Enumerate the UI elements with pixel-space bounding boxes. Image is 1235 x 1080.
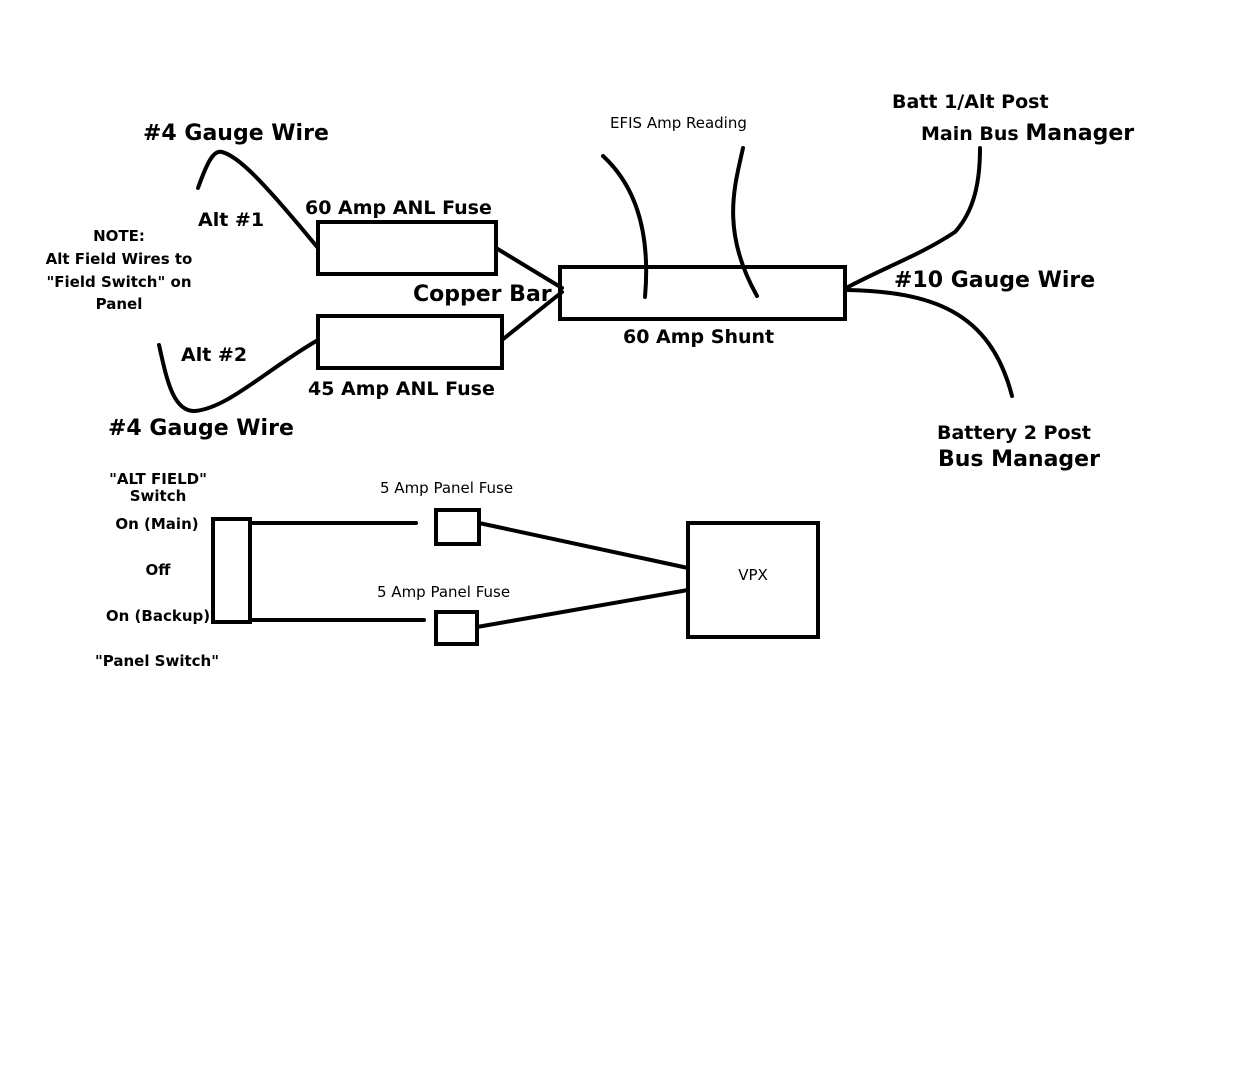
fuse-60-label: 60 Amp ANL Fuse bbox=[305, 197, 492, 219]
efis-label: EFIS Amp Reading bbox=[610, 114, 747, 132]
fuse-60-box bbox=[316, 220, 498, 276]
alt2-gauge-wire bbox=[157, 338, 320, 414]
shunt-label: 60 Amp Shunt bbox=[623, 326, 774, 348]
fuse45-to-copper-bar-wire bbox=[500, 290, 564, 342]
on-main-label: On (Main) bbox=[115, 515, 198, 533]
shunt-box bbox=[558, 265, 847, 321]
gauge-wire-bottom-label: #4 Gauge Wire bbox=[108, 416, 294, 441]
fuse-bottom-to-vpx-wire bbox=[475, 588, 690, 629]
panel-switch-box bbox=[211, 517, 252, 624]
batt2-label-line1: Battery 2 Post bbox=[937, 422, 1091, 444]
panel-fuse-top-label: 5 Amp Panel Fuse bbox=[380, 479, 513, 497]
panel-fuse-bottom-label: 5 Amp Panel Fuse bbox=[377, 583, 510, 601]
batt1-label-line2: Main Bus Manager bbox=[921, 121, 1134, 146]
panel-fuse-top-box bbox=[434, 508, 481, 546]
panel-fuse-bottom-box bbox=[434, 610, 479, 646]
alt-field-line-2: Switch bbox=[130, 487, 187, 505]
batt2-label-line2: Bus Manager bbox=[938, 447, 1100, 472]
copper-bar-label: Copper Bar bbox=[413, 282, 552, 307]
efis-wire-left bbox=[601, 154, 649, 299]
efis-wire-right bbox=[731, 146, 759, 298]
note-line-3: "Field Switch" on bbox=[46, 273, 191, 291]
on-backup-label: On (Backup) bbox=[106, 607, 210, 625]
batt1-label-line1: Batt 1/Alt Post bbox=[892, 91, 1049, 113]
alt1-gauge-wire bbox=[196, 149, 320, 250]
note-line-2: Alt Field Wires to bbox=[46, 250, 193, 268]
vpx-box bbox=[686, 521, 820, 639]
fuse-45-box bbox=[316, 314, 504, 370]
batt2-wire bbox=[846, 288, 1014, 398]
fuse60-to-copper-bar-wire bbox=[494, 246, 564, 290]
alt1-label: Alt #1 bbox=[198, 209, 264, 231]
off-label: Off bbox=[146, 561, 172, 579]
alt2-label: Alt #2 bbox=[181, 344, 247, 366]
fuse-45-label: 45 Amp ANL Fuse bbox=[308, 378, 495, 400]
batt1-wire bbox=[846, 146, 982, 289]
gauge-wire-top-label: #4 Gauge Wire bbox=[143, 121, 329, 146]
note-line-1: NOTE: bbox=[93, 227, 145, 245]
note-line-4: Panel bbox=[96, 295, 143, 313]
gauge-10-label: #10 Gauge Wire bbox=[894, 268, 1095, 293]
panel-switch-label: "Panel Switch" bbox=[95, 652, 219, 670]
alt-field-line-1: "ALT FIELD" bbox=[109, 470, 207, 488]
fuse-top-to-vpx-wire bbox=[477, 521, 690, 570]
vpx-label: VPX bbox=[738, 566, 768, 584]
